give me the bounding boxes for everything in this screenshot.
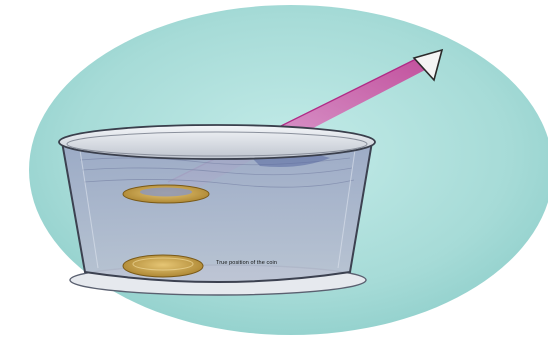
true-position-label: True position of the coin	[216, 260, 277, 266]
apparent-coin	[123, 185, 209, 203]
true-coin	[123, 255, 203, 277]
bowl-rim	[59, 125, 375, 159]
